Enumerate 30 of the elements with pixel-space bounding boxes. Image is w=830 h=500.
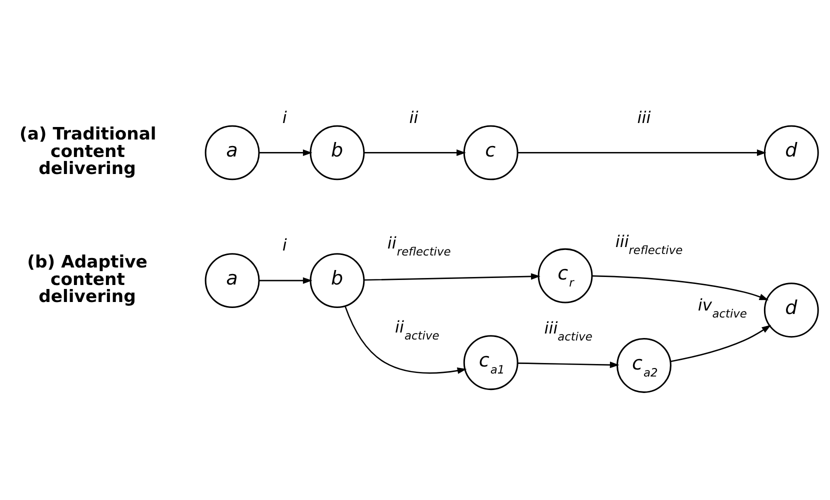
node-circle: c (463, 124, 518, 180)
arrow (592, 274, 769, 300)
node-circle: b (310, 252, 365, 308)
arrow (518, 361, 620, 368)
edge-label: iii$_{reflective}$ (615, 231, 683, 256)
arrow (670, 324, 772, 362)
arrow (364, 148, 466, 156)
arrow (344, 306, 467, 374)
node-circle: a (204, 252, 260, 308)
edge-label: iii$_{active}$ (544, 318, 592, 344)
label: (b) Adaptive content delivering (27, 252, 148, 306)
edge-label: i (282, 107, 287, 126)
label: (a) Traditional content delivering (20, 124, 156, 179)
node-circle: d (764, 282, 819, 338)
arrow (364, 272, 540, 280)
node-circle: b (310, 124, 365, 180)
node-circle: c$_{a2}$ (616, 338, 672, 392)
arrow (259, 276, 312, 284)
edge-label: i (282, 235, 287, 254)
node-circle: d (764, 124, 819, 180)
node-circle: c$_{a1}$ (463, 334, 518, 390)
edge-label: iii (637, 107, 651, 126)
node-circle: a (204, 124, 260, 180)
edge-label: ii$_{reflective}$ (387, 233, 451, 258)
arrow (259, 148, 312, 156)
node-circle: c$_{r}$ (538, 248, 593, 303)
edge-label: iv$_{active}$ (698, 295, 747, 320)
edge-label: ii$_{active}$ (394, 317, 440, 342)
edge-label: ii (409, 107, 418, 126)
arrow (518, 148, 766, 156)
